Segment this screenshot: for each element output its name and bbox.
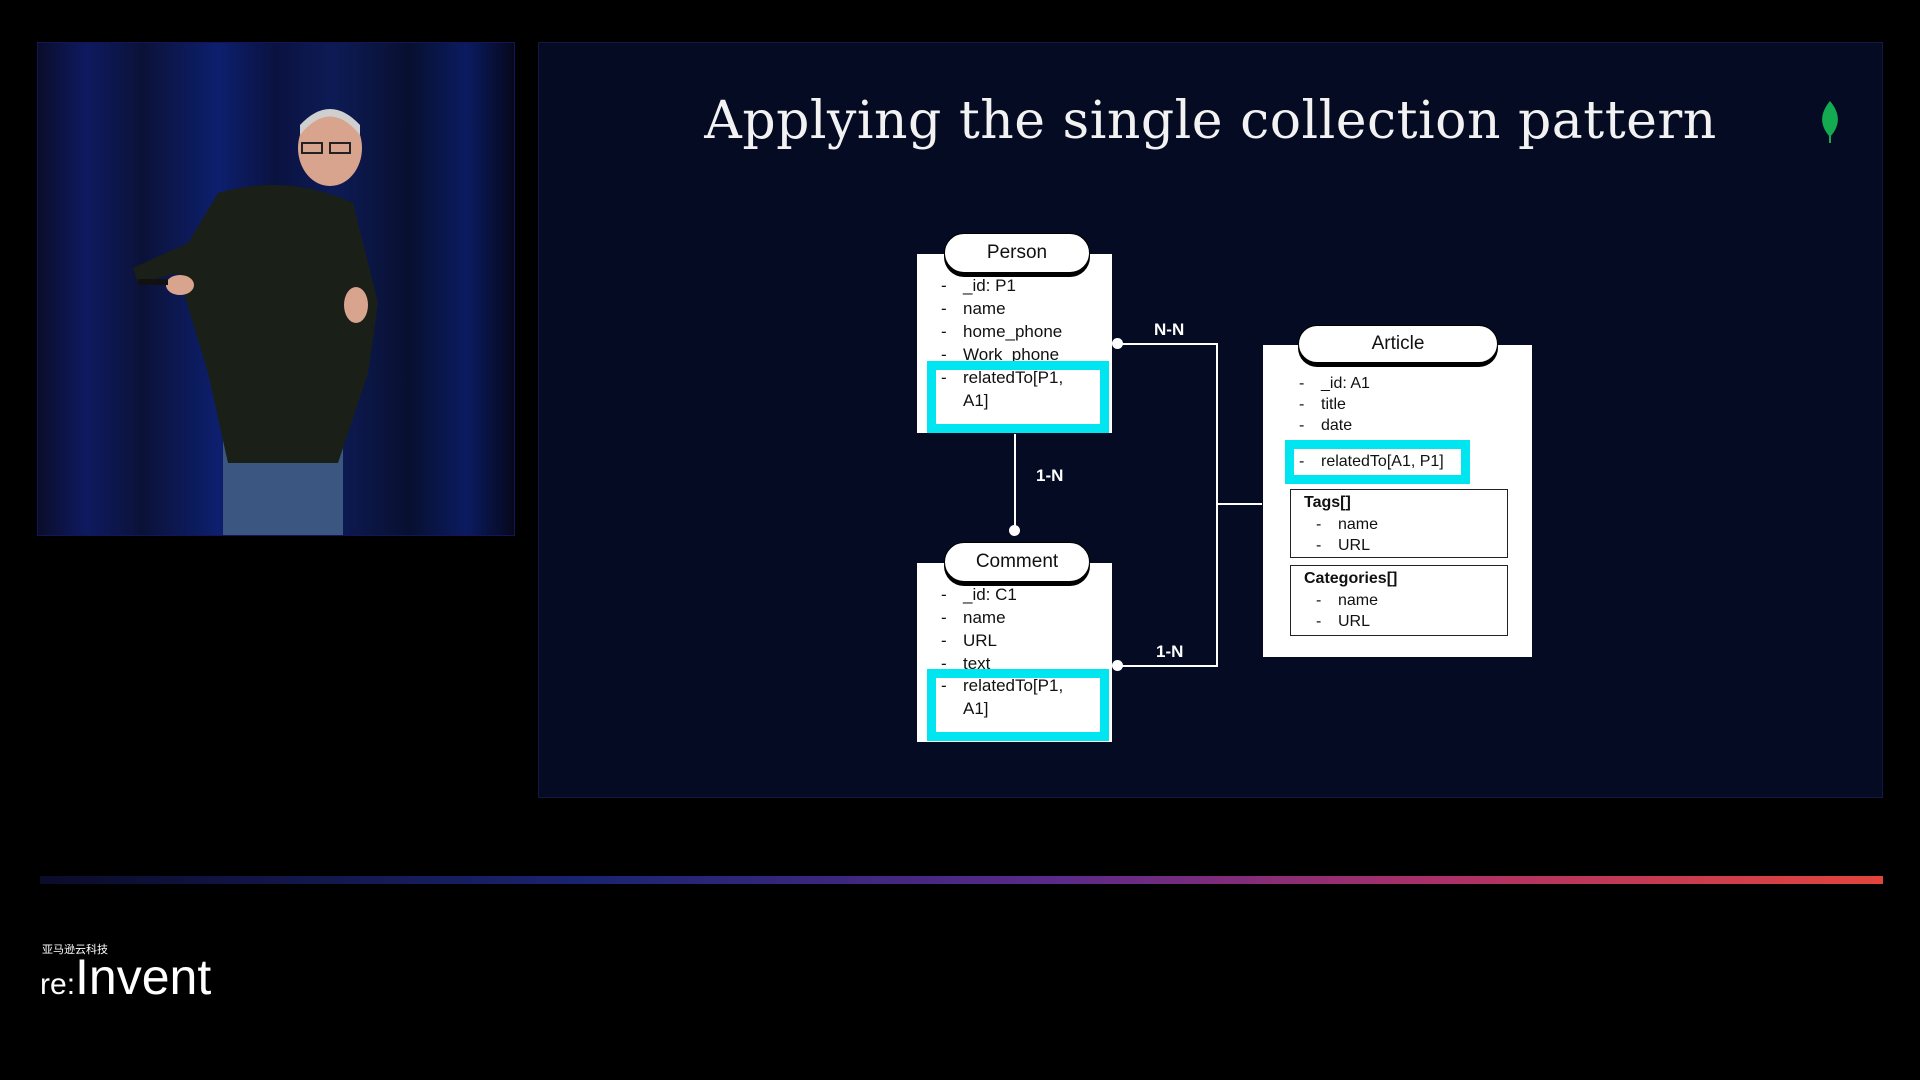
person-field: _id: P1 [941,274,1062,297]
person-related-line1: relatedTo[P1, [963,368,1063,387]
speaker-video [37,42,515,536]
tags-subdocument: Tags[] name URL [1290,489,1508,558]
comment-related-field: -relatedTo[P1, A1] [941,674,1063,720]
tags-field: URL [1316,535,1378,556]
article-entity: _id: A1 title date -relatedTo[A1, P1] Ta… [1263,345,1532,657]
article-field: _id: A1 [1299,373,1370,394]
speaker-figure [38,43,515,536]
tags-title: Tags[] [1304,494,1351,512]
tags-field: name [1316,514,1378,535]
comment-endpoint-dot [1009,525,1020,536]
nn-connector-h1 [1118,343,1217,345]
article-header: Article [1298,325,1498,363]
brand-gradient-bar [40,876,1883,884]
logo-invent: Invent [75,949,211,1005]
categories-field: name [1316,590,1378,611]
comment-related-line1: relatedTo[P1, [963,676,1063,695]
categories-subdocument: Categories[] name URL [1290,565,1508,636]
person-fields: _id: P1 name home_phone Work_phone [941,274,1062,366]
person-comment-connector [1014,434,1016,530]
relation-nn-label: N-N [1154,320,1184,340]
person-field: home_phone [941,320,1062,343]
article-field: date [1299,415,1370,436]
person-entity: _id: P1 name home_phone Work_phone -rela… [917,254,1112,433]
nn-endpoint-dot [1112,338,1123,349]
comment-field: name [941,606,1017,629]
person-field: name [941,297,1062,320]
presentation-slide: Applying the single collection pattern [538,42,1883,798]
comment-header: Comment [944,542,1090,582]
logo-colon: : [67,968,75,1001]
person-related-line2: A1] [963,391,989,410]
connector-to-article [1216,503,1262,505]
logo-re: re [40,968,67,1001]
relation-comment-article-label: 1-N [1156,642,1183,662]
person-related-field: -relatedTo[P1, A1] [941,366,1063,412]
categories-field: URL [1316,611,1378,632]
categories-title: Categories[] [1304,570,1397,588]
reinvent-logo: re:Invent [40,948,211,1006]
slide-title: Applying the single collection pattern [539,91,1882,151]
1n-endpoint-dot [1112,660,1123,671]
1n-connector-h2 [1118,665,1218,667]
comment-fields: _id: C1 name URL text [941,583,1017,675]
comment-field: _id: C1 [941,583,1017,606]
comment-field: URL [941,629,1017,652]
article-related-field: -relatedTo[A1, P1] [1299,451,1444,472]
article-related-text: relatedTo[A1, P1] [1321,453,1444,470]
person-header: Person [944,233,1090,273]
article-fields: _id: A1 title date [1299,373,1370,436]
comment-entity: _id: C1 name URL text -relatedTo[P1, A1] [917,563,1112,742]
mongodb-leaf-icon [1815,99,1845,145]
article-field: title [1299,394,1370,415]
relation-person-comment-label: 1-N [1036,466,1063,486]
comment-related-line2: A1] [963,699,989,718]
